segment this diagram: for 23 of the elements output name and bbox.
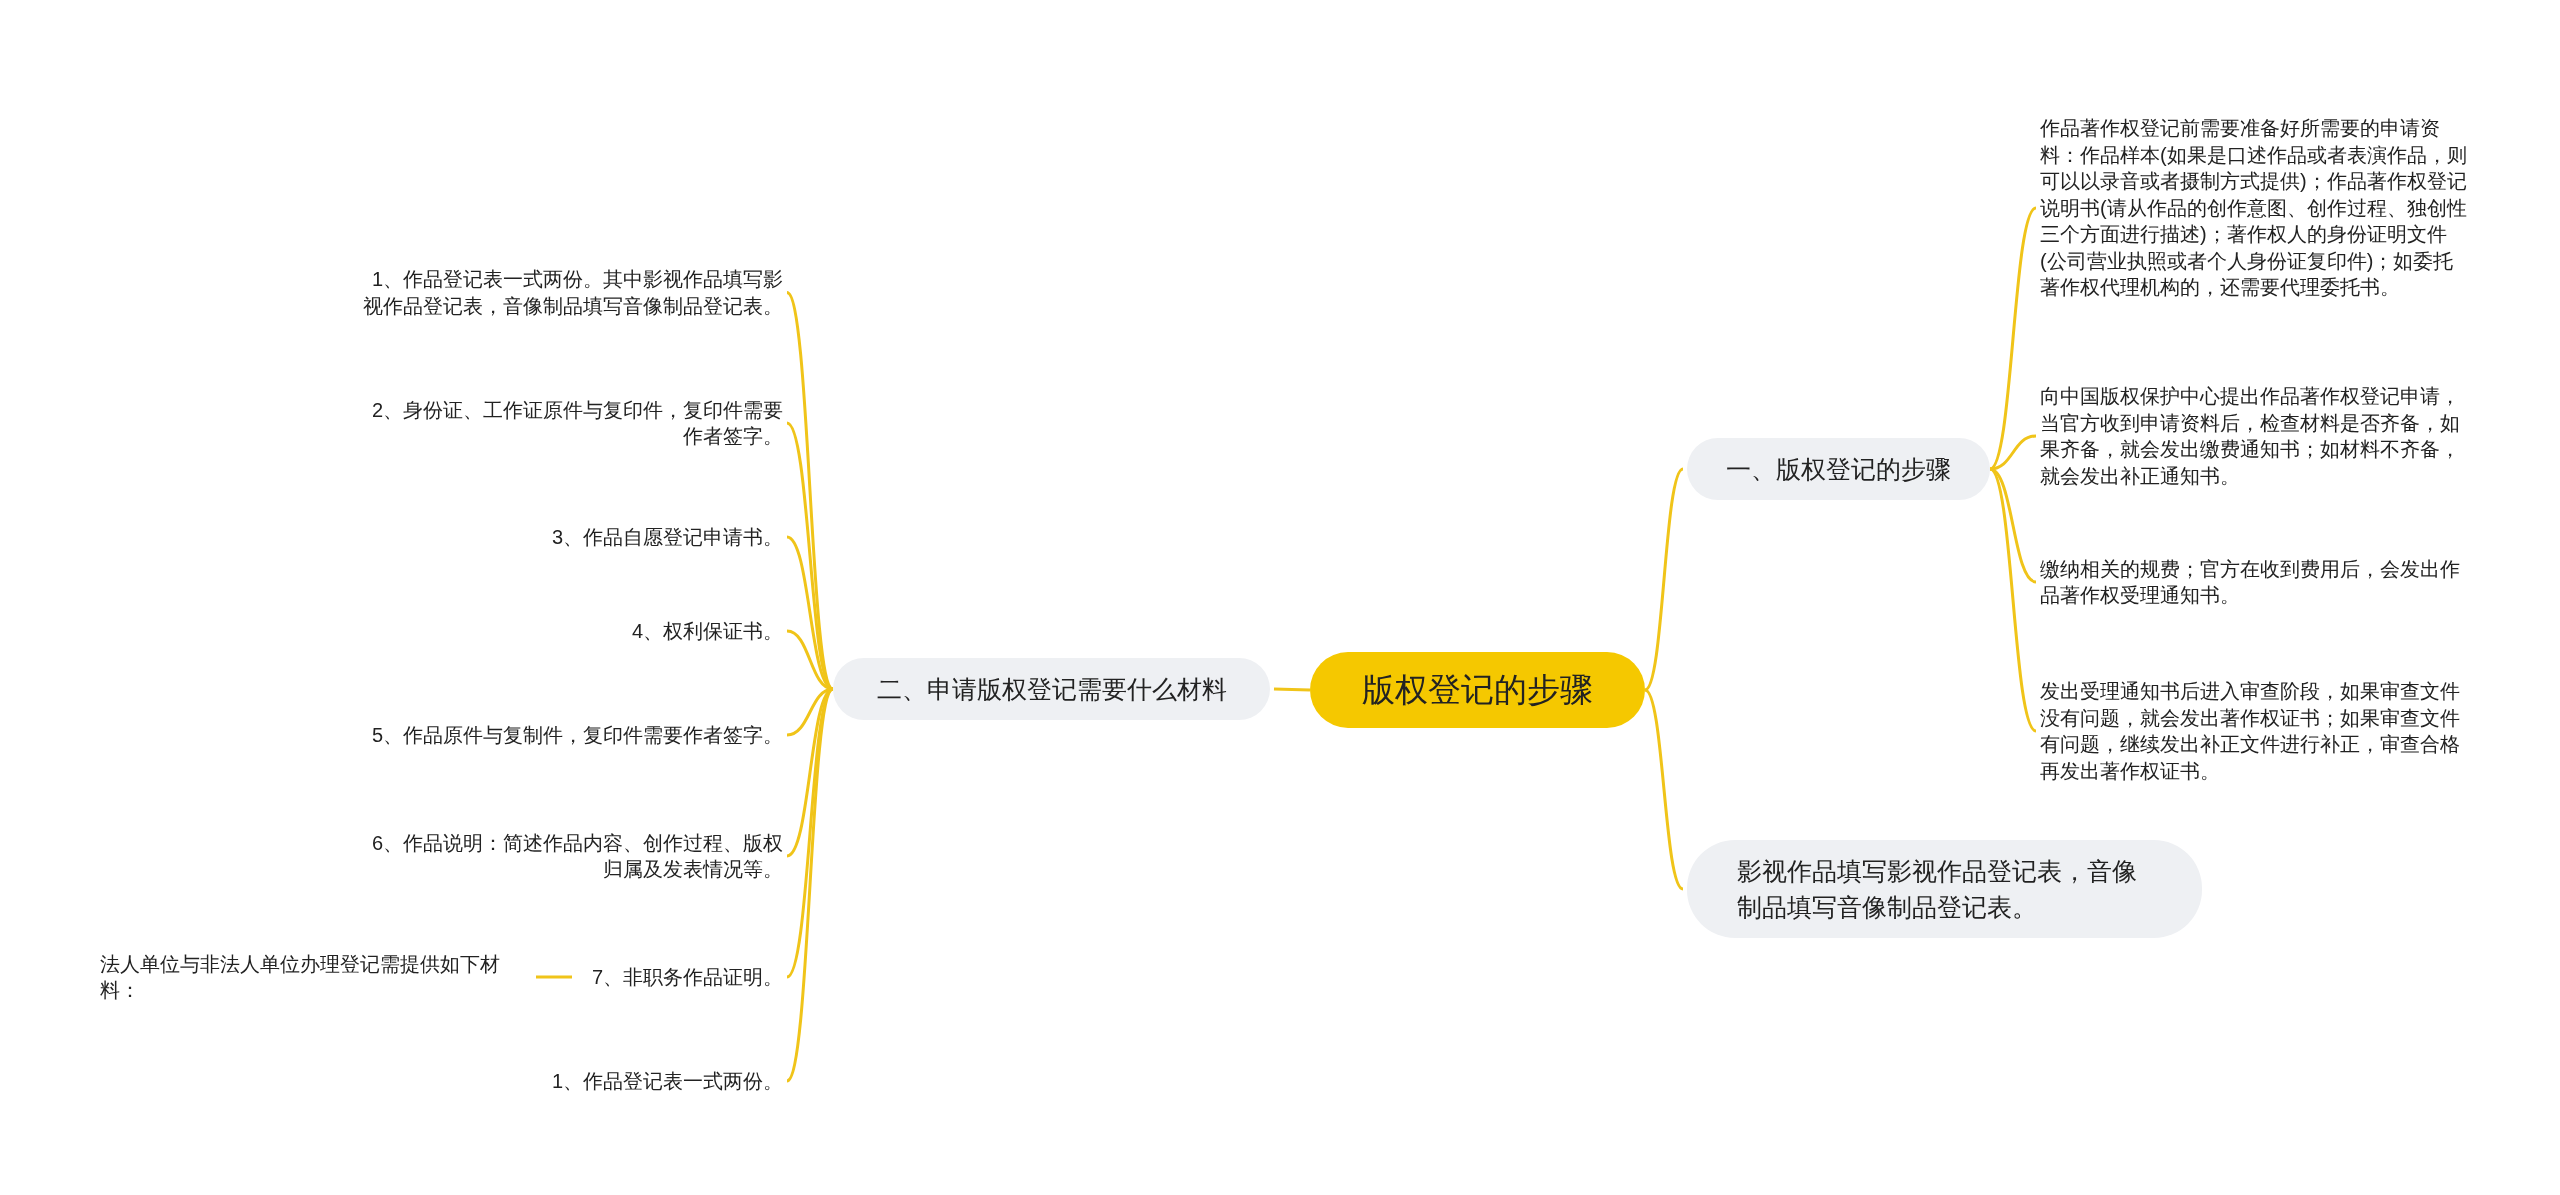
note-text: 1、作品登记表一式两份。 [500,1066,783,1096]
connector-line [1644,688,1684,891]
note-text: 缴纳相关的规费；官方在收到费用后，会发出作品著作权受理通知书。 [2040,553,2470,611]
connector-line [536,975,572,979]
note-text: 法人单位与非法人单位办理登记需提供如下材料： [100,948,532,1006]
note-text: 2、身份证、工作证原件与复印件，复印件需要作者签字。 [358,392,783,454]
root-topic-box: 版权登记的步骤 [1310,652,1645,728]
note-text: 6、作品说明：简述作品内容、创作过程、版权归属及发表情况等。 [358,826,783,886]
note-text: 7、非职务作品证明。 [572,962,783,992]
note-text: 1、作品登记表一式两份。其中影视作品填写影视作品登记表，音像制品填写音像制品登记表。 [358,250,783,335]
topic-box: 影视作品填写影视作品登记表，音像制品填写音像制品登记表。 [1687,840,2202,938]
connector-line [785,688,835,1082]
note-text: 3、作品自愿登记申请书。 [500,522,783,552]
topic-box: 二、申请版权登记需要什么材料 [833,658,1270,720]
connector-line [1988,467,2038,733]
note-text: 发出受理通知书后进入审查阶段，如果审查文件没有问题，就会发出著作权证书；如果审查文件有问题，继续发出补正文件进行补正，审查合格再发出著作权证书。 [2040,675,2470,787]
connector-line [1273,687,1311,692]
topic-box: 一、版权登记的步骤 [1687,438,1990,500]
note-text: 4、权利保证书。 [500,616,783,646]
note-text: 向中国版权保护中心提出作品著作权登记申请，当官方收到申请资料后，检查材料是否齐备，如果齐备，就会发出缴费通知书；如材料不齐备，就会发出补正通知书。 [2040,380,2470,492]
note-text: 5、作品原件与复制件，复印件需要作者签字。 [358,705,783,765]
connector-line [1643,467,1685,692]
note-text: 作品著作权登记前需要准备好所需要的申请资料：作品样本(如果是口述作品或者表演作品，则可以以录音或者摄制方式提供)；作品著作权登记说明书(请从作品的创作意图、创作过程、独创性三个方面进行描述)；著作权人的身份证明文件(公司营业执照或者个人身份证复印件)；如委托著作权代理机构的，还需要代理委托书。 [2040,98,2470,318]
